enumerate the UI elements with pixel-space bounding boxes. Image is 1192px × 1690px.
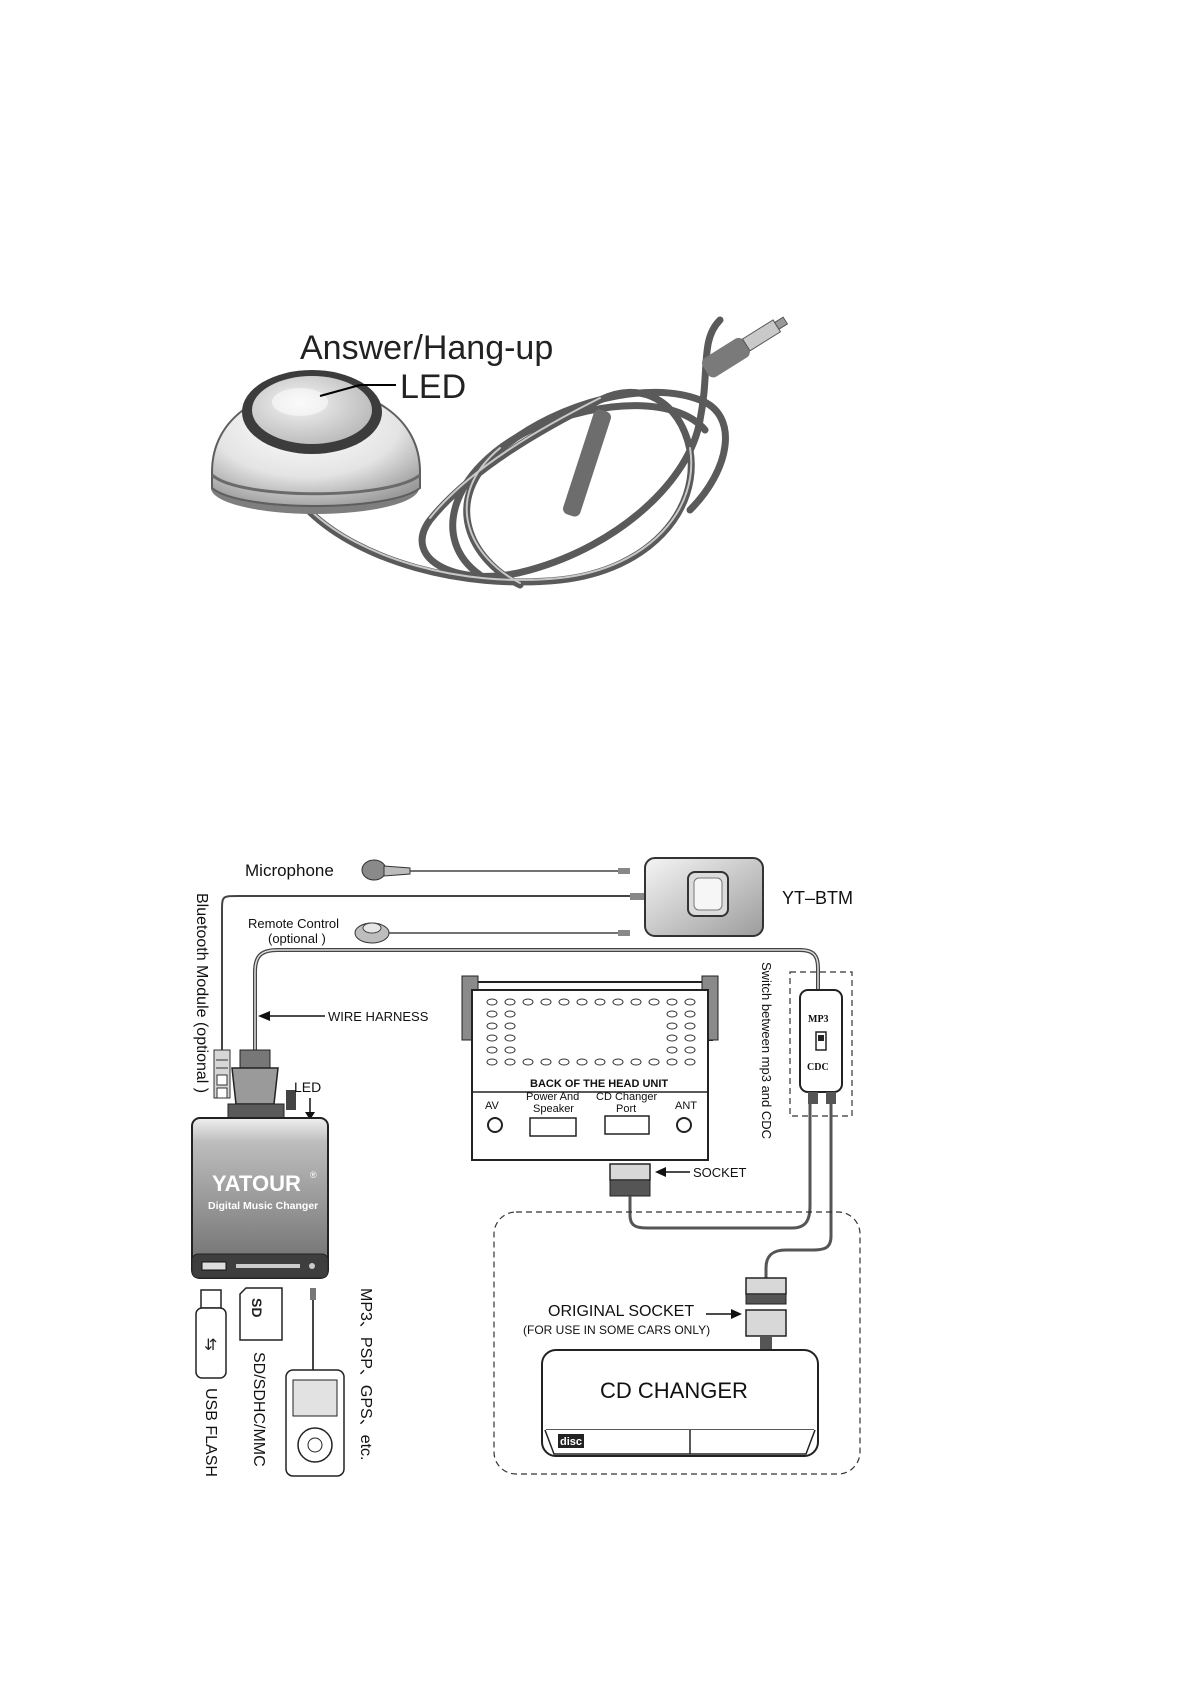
label-led: LED — [400, 368, 466, 406]
label-av: AV — [485, 1100, 500, 1112]
cd-changer-port — [604, 1115, 650, 1135]
label-back-of-head-unit: BACK OF THE HEAD UNIT — [530, 1078, 668, 1090]
microphone-icon — [361, 859, 411, 881]
remote-button-figure: Answer/Hang-up LED — [211, 316, 789, 589]
cd-changer-unit — [541, 1349, 819, 1457]
usb-flash-icon: ⇵ — [195, 1289, 227, 1379]
wiring-diagram: Microphone Remote Control (optional ) YT… — [191, 857, 861, 1477]
label-bluetooth-module: Bluetooth Module (optional ) — [193, 893, 210, 1093]
mp3-player-icon — [285, 1369, 345, 1477]
coiled-cable-highlight — [309, 397, 693, 584]
label-answer-hangup: Answer/Hang-up — [300, 329, 553, 367]
sd-slot — [236, 1264, 300, 1268]
av-port — [487, 1117, 503, 1133]
ant-port — [676, 1117, 692, 1133]
remote-control-icon — [354, 922, 390, 944]
label-usb-flash: USB FLASH — [202, 1388, 219, 1477]
svg-text:⇵: ⇵ — [204, 1337, 217, 1354]
label-original-socket-note: (FOR USE IN SOME CARS ONLY) — [523, 1323, 710, 1337]
bluetooth-cable — [221, 895, 645, 1050]
label-microphone: Microphone — [245, 861, 334, 880]
socket-connector — [609, 1163, 651, 1197]
head-unit-vents — [486, 998, 696, 1066]
label-switch-cdc: CDC — [807, 1062, 829, 1073]
yt-btm-box — [644, 857, 764, 937]
socket-to-switch-cable — [628, 1102, 812, 1230]
usb-port — [201, 1261, 227, 1271]
led-leader-line — [319, 384, 361, 397]
label-yt-btm: YT–BTM — [782, 888, 853, 908]
label-sd-sdhc-mmc: SD/SDHC/MMC — [250, 1352, 267, 1467]
label-switch-between: Switch between mp3 and CDC — [759, 962, 774, 1139]
svg-text:SD: SD — [249, 1298, 265, 1317]
label-digital-music-changer: Digital Music Changer — [208, 1200, 318, 1212]
switch-mp3-cdc — [799, 989, 843, 1104]
label-remote-optional: (optional ) — [268, 931, 326, 946]
label-yatour-brand: YATOUR — [212, 1171, 301, 1196]
original-socket-region — [493, 1211, 861, 1475]
label-mp3-psp-gps: MP3、PSP、GPS、etc. — [357, 1288, 374, 1461]
label-yatour-mark: ® — [310, 1170, 317, 1180]
label-remote-control: Remote Control — [248, 916, 339, 931]
label-original-socket: ORIGINAL SOCKET — [548, 1303, 694, 1320]
bluetooth-connector — [213, 1049, 231, 1099]
sd-card-icon: SD — [239, 1287, 283, 1341]
label-disc-logo: disc — [560, 1436, 582, 1448]
label-switch-mp3: MP3 — [808, 1014, 829, 1025]
label-port: Port — [616, 1103, 636, 1115]
label-speaker: Speaker — [533, 1103, 574, 1115]
jack-plug — [701, 316, 789, 378]
harness-db-connector — [227, 1049, 296, 1119]
label-power-and: Power And — [526, 1091, 579, 1103]
label-cd-changer-port: CD Changer — [596, 1091, 657, 1103]
power-speaker-port — [529, 1117, 577, 1137]
label-cd-changer: CD CHANGER — [600, 1378, 748, 1403]
wire-harness-arrow — [258, 1011, 325, 1021]
switch-to-original-cable — [764, 1104, 833, 1278]
yatour-box — [191, 1117, 329, 1279]
label-socket: SOCKET — [693, 1165, 747, 1180]
label-yatour-led: LED — [294, 1079, 321, 1095]
remote-dome — [211, 370, 421, 514]
cable-tie — [563, 409, 611, 517]
label-wire-harness: WIRE HARNESS — [328, 1009, 429, 1024]
label-ant: ANT — [675, 1100, 697, 1112]
head-unit — [461, 975, 719, 1161]
switch-dashed-border — [789, 971, 853, 1117]
original-socket-connector — [745, 1277, 787, 1350]
